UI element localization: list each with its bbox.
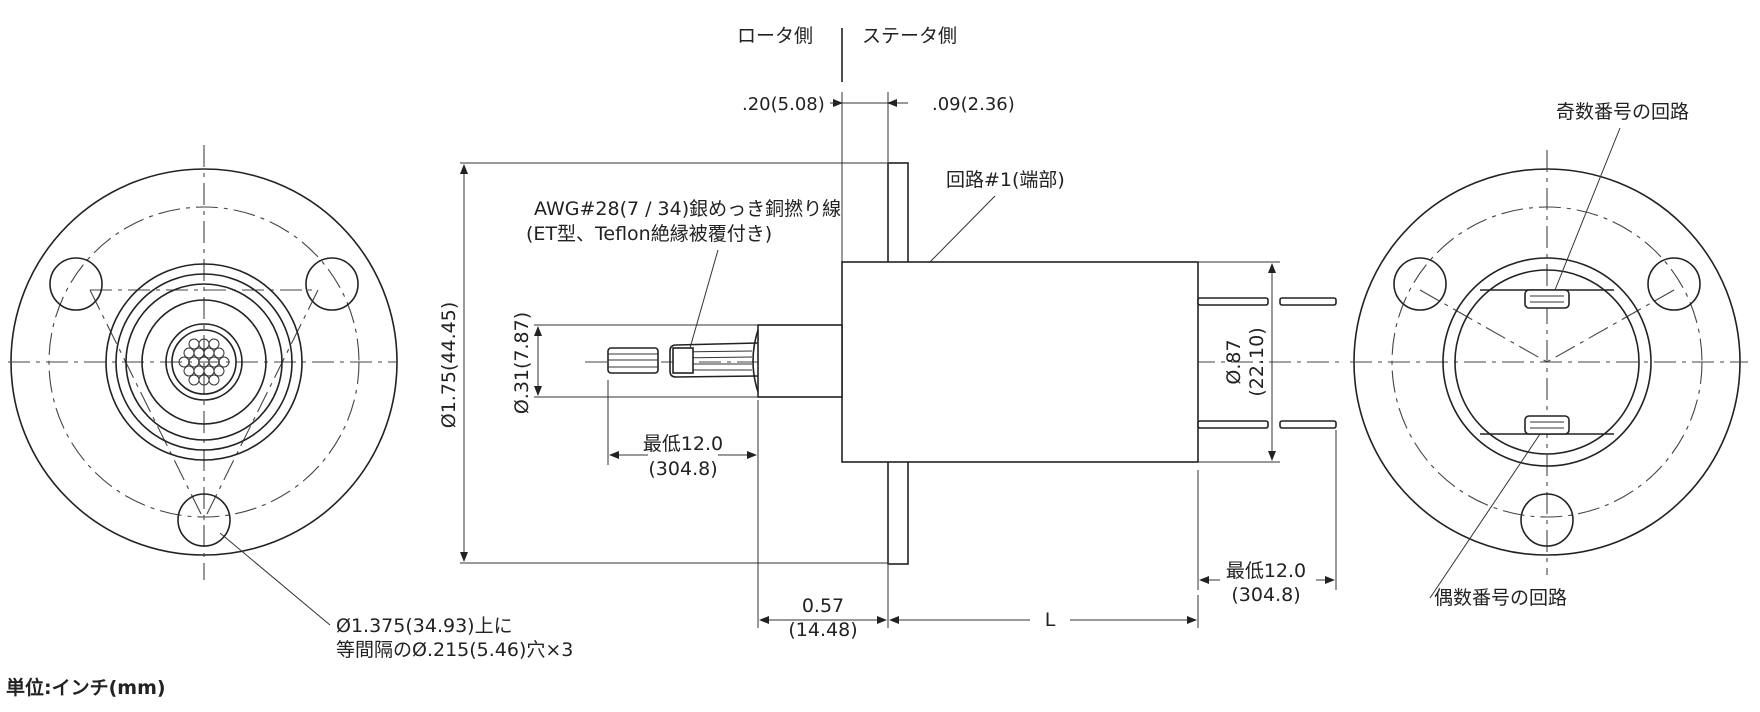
mount-hole-top-right [1647,257,1701,311]
awg-leader [689,249,719,349]
dim-L-label: L [1045,609,1056,631]
stator-min-length-label: 最低12.0 [1226,560,1306,582]
rotor-min-length-label: 最低12.0 [643,433,723,455]
even-circuits-leader [1429,433,1541,599]
dia-087-mm: (22.10) [1246,327,1268,396]
rotor-min-length-mm: (304.8) [648,458,717,480]
holes-note-line1: Ø1.375(34.93)上に [336,615,513,637]
stator-housing [841,261,1199,463]
rotor-side-label: ロータ側 [737,25,813,47]
right-end-view: 奇数番号の回路 偶数番号の回路 [1350,101,1748,609]
dim-057-label: 0.57 [802,595,844,617]
odd-circuit-terminal [1524,289,1570,309]
circuit1-leader [929,195,996,263]
units-note: 単位:インチ(mm) [6,676,166,699]
holes-note-line2: 等間隔のØ.215(5.46)穴×3 [336,639,573,661]
stator-min-length-mm: (304.8) [1231,584,1300,606]
left-end-view: Ø1.375(34.93)上に 等間隔のØ.215(5.46)穴×3 [8,145,573,661]
mount-hole-bottom [1520,493,1574,547]
circuit1-label: 回路#1(端部) [946,169,1065,191]
stator-lead-wires [1197,297,1337,429]
dia-087-label: Ø.87 [1223,339,1245,384]
mount-hole-top-left [1393,257,1447,311]
mount-hole-bottom [177,493,231,547]
side-view: ロータ側 ステータ側 .20(5.08) .09(2.36) [438,25,1340,641]
odd-circuits-leader [1554,127,1621,291]
rotor-lead-wires [607,342,759,378]
even-circuit-terminal [1524,415,1570,435]
odd-circuits-label: 奇数番号の回路 [1556,101,1689,123]
even-circuits-label: 偶数番号の回路 [1434,587,1567,609]
dia-175-label: Ø1.75(44.45) [438,302,460,428]
awg-wire-label-line2: (ET型、Teflon絶縁被覆付き) [526,223,772,245]
dia-031-label: Ø.31(7.87) [511,312,533,414]
awg-wire-label-line1: AWG#28(7 / 34)銀めっき銅撚り線 [534,198,841,220]
stator-side-label: ステータ側 [862,25,957,47]
wire-bundle-end [178,338,230,386]
dim-020-label: .20(5.08) [742,94,825,115]
mount-hole-top-right [305,257,359,311]
dim-057-mm: (14.48) [788,619,857,641]
holes-leader [219,532,331,626]
mount-hole-top-left [49,257,103,311]
dim-009-label: .09(2.36) [932,94,1015,115]
rotor-shaft [757,324,843,398]
